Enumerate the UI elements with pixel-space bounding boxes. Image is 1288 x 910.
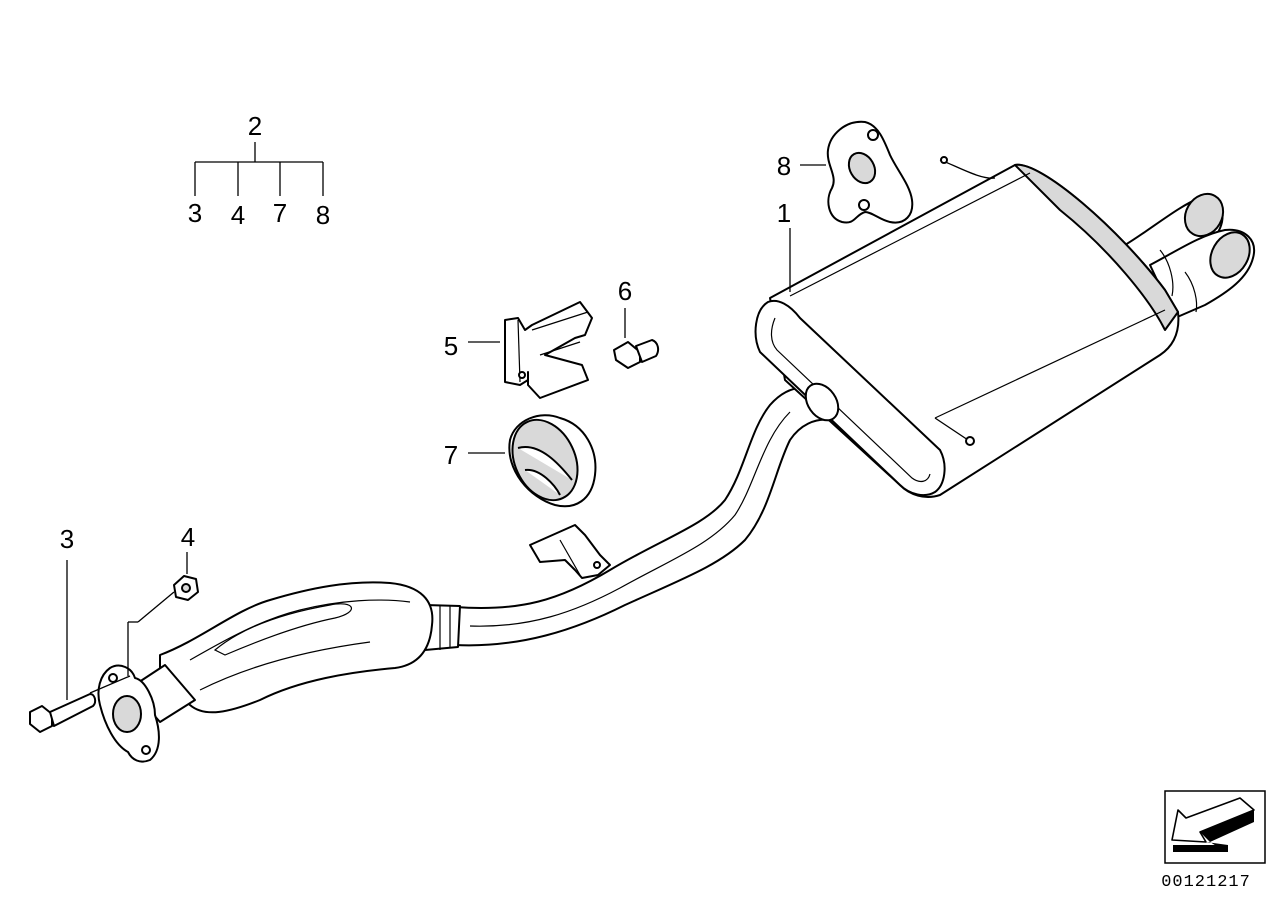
hanger-part (800, 120, 914, 224)
callout-3: 3 (60, 524, 74, 554)
rear-silencer (754, 156, 1256, 498)
bolt-small-part (613, 308, 660, 369)
diagram-id: 00121217 (1161, 873, 1251, 892)
callout-7: 7 (444, 440, 458, 470)
callout-8: 8 (777, 151, 791, 181)
front-exhaust-pipe (97, 386, 831, 763)
callout-4: 4 (181, 522, 195, 552)
bracket-part (468, 301, 593, 399)
parts-tree: 2 3 4 7 8 (188, 111, 330, 230)
tree-child-label: 8 (316, 200, 330, 230)
direction-arrow-icon (1164, 790, 1266, 864)
tree-child-label: 7 (273, 198, 287, 228)
callout-5: 5 (444, 331, 458, 361)
callout-labels: 1 8 6 5 7 3 4 (60, 151, 791, 554)
tree-child-label: 4 (231, 200, 245, 230)
callout-6: 6 (618, 276, 632, 306)
tree-child-label: 3 (188, 198, 202, 228)
callout-1: 1 (777, 198, 791, 228)
rubber-mount-part (468, 414, 597, 508)
hex-nut-part (127, 552, 199, 676)
hex-bolt-part (29, 560, 131, 733)
tree-parent-label: 2 (248, 111, 262, 141)
pipe-clamp-part (529, 524, 611, 579)
